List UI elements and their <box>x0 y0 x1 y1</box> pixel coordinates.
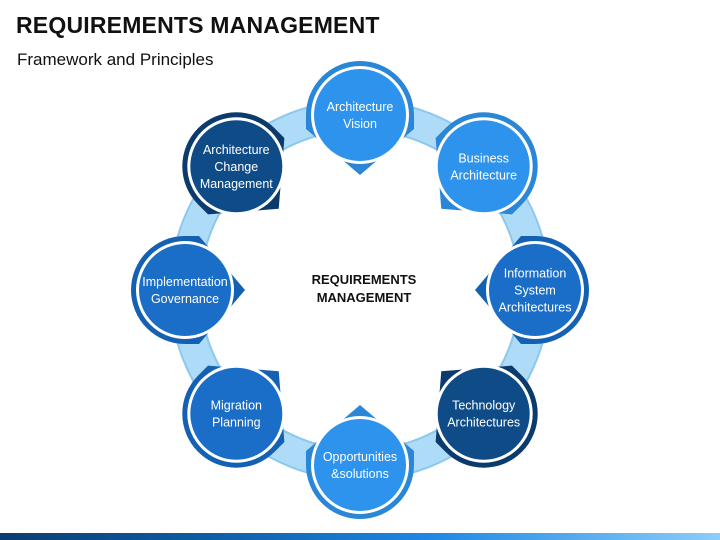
node-label-line: Planning <box>212 416 261 430</box>
node-label-line: Information <box>504 267 567 281</box>
node-label-line: Architecture <box>327 100 394 114</box>
bottom-accent-bar <box>0 533 720 540</box>
node-circle <box>437 120 530 213</box>
page-subtitle: Framework and Principles <box>17 50 214 69</box>
node-label-line: Change <box>214 160 258 174</box>
node-label-line: Business <box>458 151 509 165</box>
node-label-line: Architecture <box>203 143 270 157</box>
node-label-line: &solutions <box>331 467 389 481</box>
node-label-line: Technology <box>452 399 516 413</box>
node-circle <box>489 244 581 336</box>
node-label-line: Governance <box>151 292 219 306</box>
center-label-line1: REQUIREMENTS <box>312 272 417 287</box>
node-label-line: System <box>514 284 556 298</box>
node-circle <box>437 367 530 460</box>
node-label-line: Opportunities <box>323 450 397 464</box>
center-label-line2: MANAGEMENT <box>317 290 412 305</box>
node-circle <box>139 244 231 336</box>
node-circle <box>190 120 283 213</box>
node-label-line: Vision <box>343 117 377 131</box>
cycle-nodes: ArchitectureVisionBusinessArchitectureIn… <box>131 61 589 519</box>
node-circle <box>190 367 283 460</box>
node-label-line: Architecture <box>450 168 517 182</box>
node-circle <box>314 419 406 511</box>
node-opportunities-solutions: Opportunities&solutions <box>306 405 414 519</box>
node-label-line: Migration <box>211 399 262 413</box>
page-title: REQUIREMENTS MANAGEMENT <box>16 12 380 38</box>
node-label-line: Architectures <box>499 301 572 315</box>
node-label-line: Management <box>200 177 273 191</box>
node-label-line: Implementation <box>142 275 228 289</box>
node-label-line: Architectures <box>447 416 520 430</box>
node-circle <box>314 69 406 161</box>
